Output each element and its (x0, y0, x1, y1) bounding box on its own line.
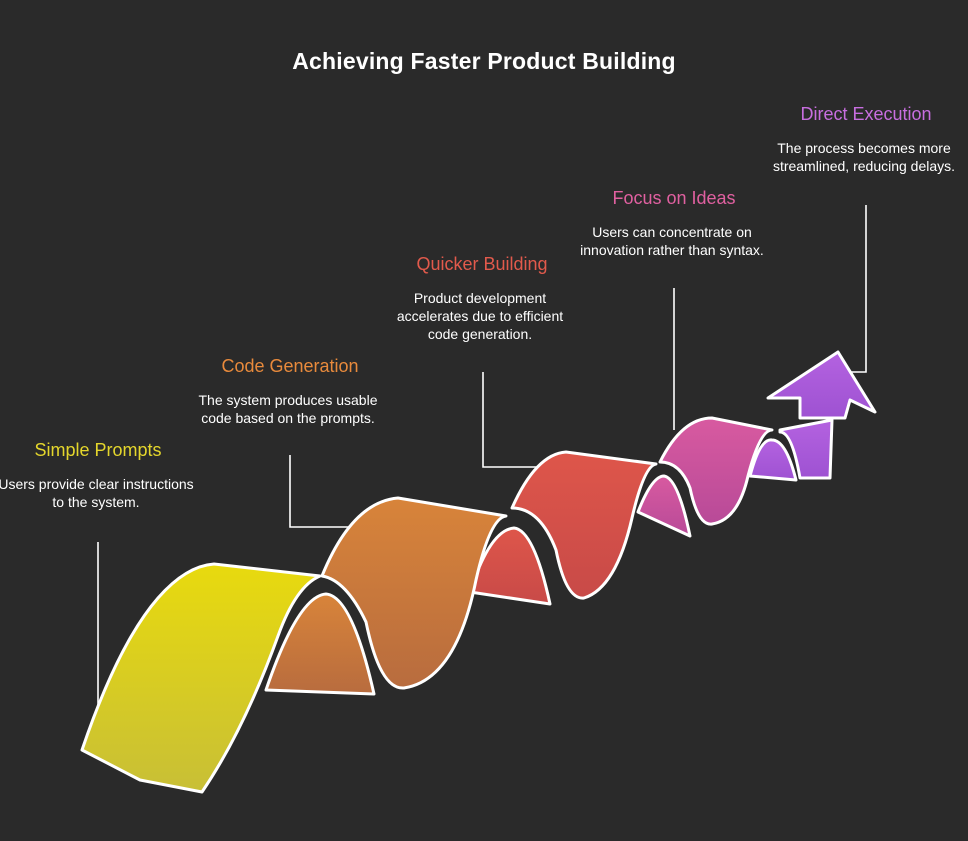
step-label-code-generation: Code Generation (221, 356, 359, 376)
leader-line-code-generation (289, 455, 350, 528)
diagram-title: Achieving Faster Product Building (292, 48, 676, 74)
step-desc-focus-on-ideas: Users can concentrate on innovation rath… (580, 224, 764, 258)
step-label-direct-execution: Direct Execution (800, 104, 932, 124)
arrow-head (766, 350, 877, 420)
step-label-simple-prompts: Simple Prompts (34, 440, 162, 460)
ribbon-direct-execution (778, 418, 834, 480)
ribbon-simple-prompts (80, 562, 322, 794)
step-desc-quicker-building: Product development accelerates due to e… (396, 290, 564, 342)
step-label-focus-on-ideas: Focus on Ideas (612, 188, 736, 208)
ribbon-code-generation-fold (264, 592, 376, 696)
step-desc-direct-execution: The process becomes more streamlined, re… (772, 140, 956, 174)
leader-lines (97, 205, 867, 712)
ribbon-code-generation (320, 496, 508, 690)
leader-line-direct-execution (848, 205, 867, 373)
step-desc-simple-prompts: Users provide clear instructions to the … (0, 476, 194, 510)
ribbon-quicker-building (510, 450, 658, 600)
ribbon-focus-on-ideas (658, 416, 774, 526)
ribbon-direct-execution-fold (748, 438, 798, 482)
ribbon-quicker-building-fold (468, 526, 552, 606)
leader-line-quicker-building (482, 372, 540, 468)
ribbon-focus-on-ideas-fold (636, 474, 692, 538)
step-label-quicker-building: Quicker Building (416, 254, 548, 274)
step-desc-code-generation: The system produces usable code based on… (198, 392, 378, 426)
